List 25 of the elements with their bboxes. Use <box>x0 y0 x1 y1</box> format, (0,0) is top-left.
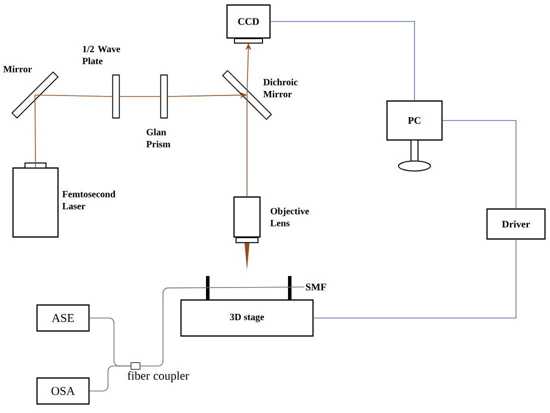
laser-beam <box>246 94 248 197</box>
monitor: PC <box>386 100 443 172</box>
laser-box: Femtosecond Laser <box>12 162 116 238</box>
cable <box>442 120 516 209</box>
cable <box>270 21 415 101</box>
fiber-coupler: fiber coupler <box>128 362 190 382</box>
optical-fiber <box>140 286 305 366</box>
node-label: Mirror <box>3 66 32 72</box>
node-label: fiber coupler <box>128 371 190 382</box>
camera-box: CCD <box>226 4 271 44</box>
node-label: Objective Lens <box>270 208 309 226</box>
wave-plate: 1/2 Wave Plate <box>82 46 120 118</box>
glan-prism: Glan Prism <box>146 74 170 148</box>
objective-lens: Objective Lens <box>233 196 309 244</box>
laser-beam <box>34 94 36 168</box>
optical-fiber <box>89 366 132 392</box>
analyzer-box: OSA <box>36 377 90 405</box>
source-box: ASE <box>36 304 90 332</box>
node-label: 1/2 Wave Plate <box>82 46 120 64</box>
laser-beam <box>34 94 113 97</box>
cable <box>313 239 516 318</box>
driver-box: Driver <box>486 208 546 240</box>
node-label: Femtosecond Laser <box>62 190 116 210</box>
node-label: Glan Prism <box>146 128 170 148</box>
laser-beam <box>119 96 161 97</box>
